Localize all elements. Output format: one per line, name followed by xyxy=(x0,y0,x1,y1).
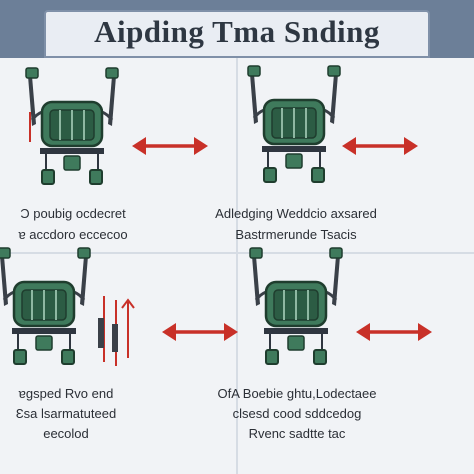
caption-line: OfA Boebie ghtu,Lodectaee xyxy=(217,386,377,401)
caption-line: Rvenc sadtte tac xyxy=(248,426,346,441)
arrow-top-right xyxy=(340,135,420,157)
robot-top-left xyxy=(24,66,120,186)
row-divider xyxy=(0,252,474,254)
caption-line: Adledging Weddcio axsared xyxy=(215,206,377,221)
page-title: Aipding Tma Snding xyxy=(94,14,380,49)
caption-line: clsesd cood sddcedog xyxy=(232,406,362,421)
caption-line: Ɔ poubig ocdecret xyxy=(20,206,126,221)
caption-line: Ɛsa lsarmatuteed xyxy=(15,406,117,421)
caption-line: Bastrmerunde Tsacis xyxy=(235,227,357,242)
caption-bottom-left: ɐgsped Rvo end Ɛsa lsarmatuteed eecolod xyxy=(0,386,132,442)
column-divider xyxy=(236,58,238,474)
arrow-top-left xyxy=(130,135,210,157)
caption-top-right: Adledging Weddcio axsared Bastrmerunde T… xyxy=(180,206,412,243)
title-panel xyxy=(44,10,430,58)
arrow-bottom-left xyxy=(160,321,240,343)
robot-top-right xyxy=(246,64,342,184)
robot-bottom-left xyxy=(0,246,135,366)
robot-bottom-right xyxy=(248,246,344,366)
caption-bottom-right: OfA Boebie ghtu,Lodectaee clsesd cood sd… xyxy=(176,386,418,442)
caption-line: ɐ accdoro eccecoo xyxy=(18,227,128,242)
caption-line: eecolod xyxy=(43,426,89,441)
caption-line: ɐgsped Rvo end xyxy=(18,386,114,401)
arrow-bottom-right xyxy=(354,321,434,343)
caption-top-left: Ɔ poubig ocdecret ɐ accdoro eccecoo xyxy=(0,206,146,243)
